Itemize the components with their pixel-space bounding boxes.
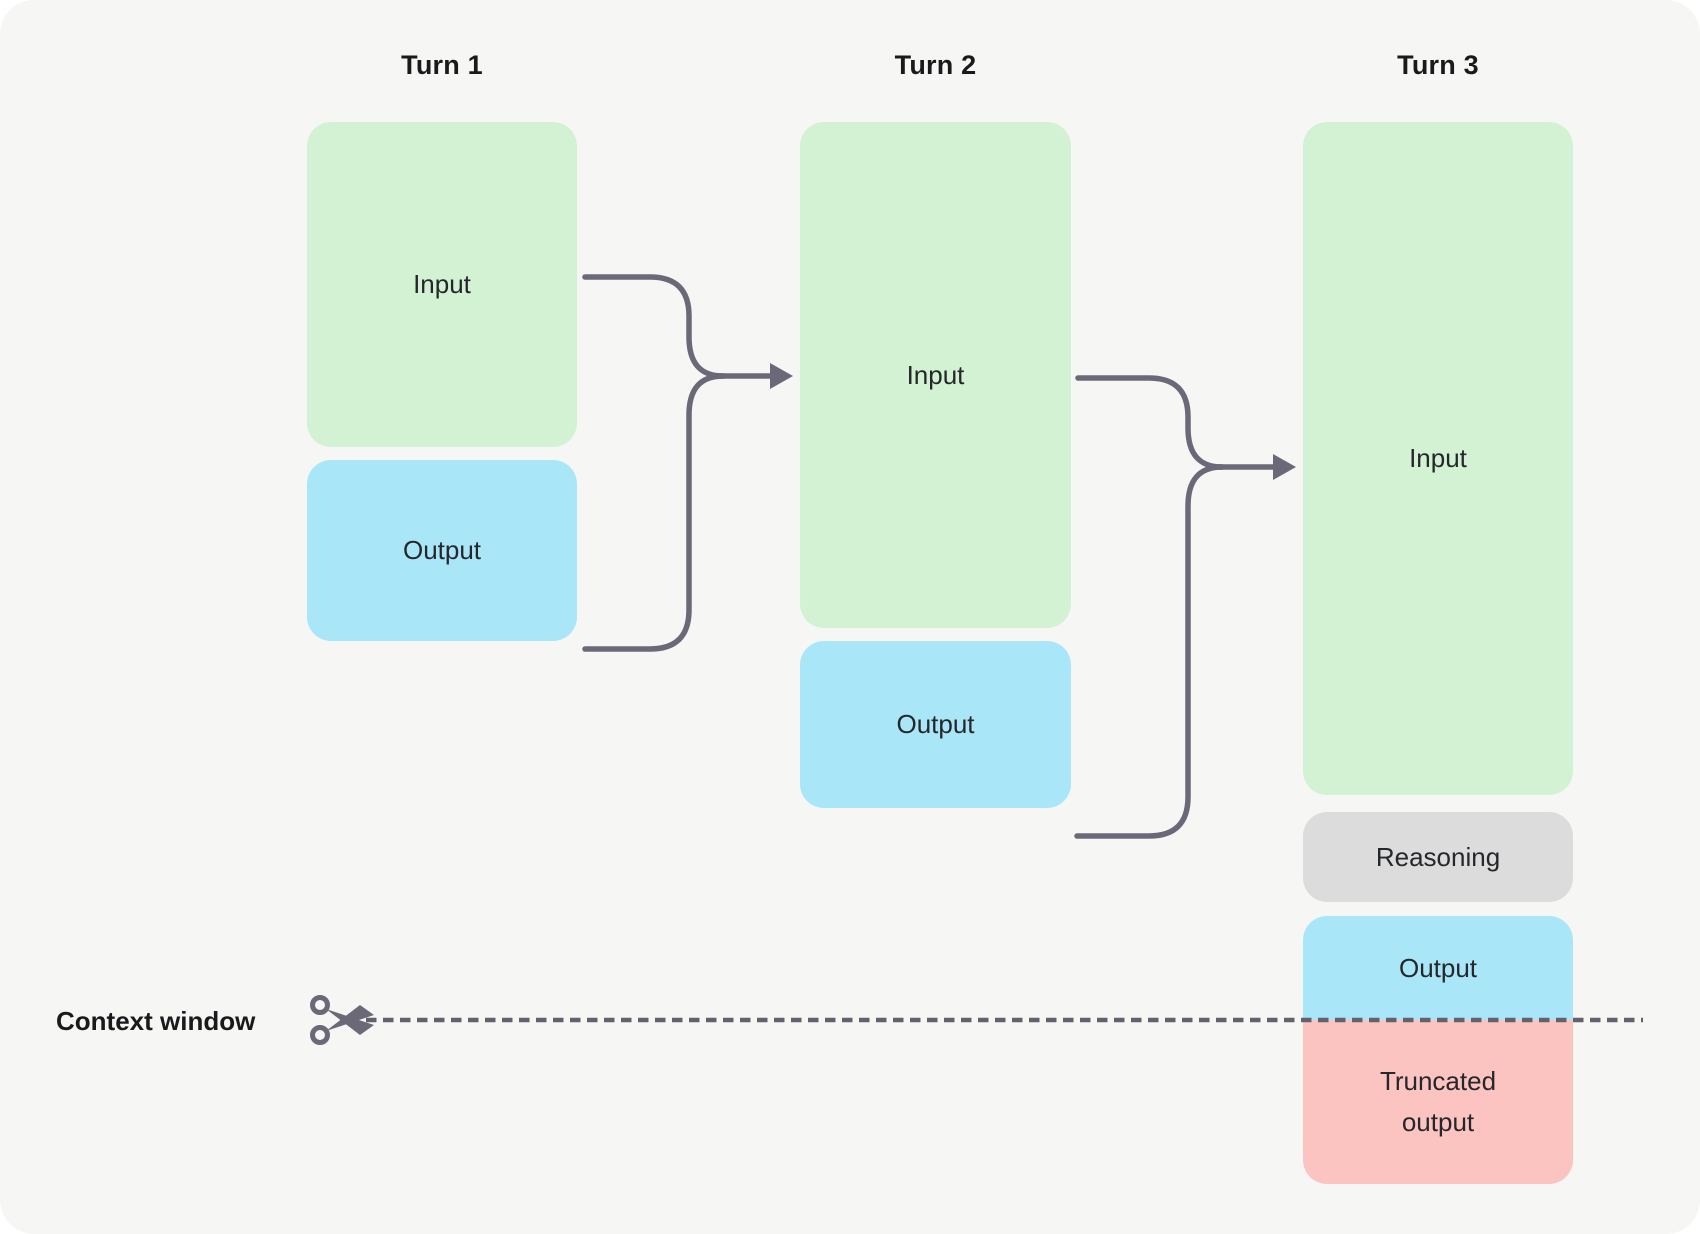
turn-3-output-box: Output bbox=[1303, 916, 1573, 1020]
turn-3-reasoning-box: Reasoning bbox=[1303, 812, 1573, 902]
turn-3-truncated-output-box: Truncated output bbox=[1303, 1020, 1573, 1184]
turn-2-input-label: Input bbox=[906, 359, 965, 390]
turn-1-input-label: Input bbox=[413, 269, 471, 299]
turn-3-truncated-output-label: Truncated output bbox=[1379, 1066, 1497, 1137]
arrowhead-turn3 bbox=[1273, 454, 1296, 480]
arrow-turn2-to-turn3 bbox=[1074, 375, 1277, 839]
turn-3-reasoning-label: Reasoning bbox=[1375, 841, 1501, 872]
scissors-icon bbox=[310, 995, 374, 1045]
turn-1-input-box: Input bbox=[307, 122, 577, 447]
arrowhead-turn2 bbox=[770, 363, 793, 389]
turn-2-output-label: Output bbox=[896, 709, 975, 739]
turn-3-input-box: Input bbox=[1303, 122, 1573, 795]
turn-1-output-box: Output bbox=[307, 460, 577, 641]
turn-1-output-label: Output bbox=[402, 535, 482, 565]
turn-3-output-label: Output bbox=[1398, 952, 1478, 983]
context-window-label: Context window bbox=[56, 1005, 256, 1036]
turn-3-input-label: Input bbox=[1409, 443, 1467, 473]
turn-1-title: Turn 1 bbox=[401, 50, 483, 80]
turn-2-output-box: Output bbox=[800, 641, 1071, 808]
turn-3-title: Turn 3 bbox=[1397, 50, 1479, 80]
turn-2-title: Turn 2 bbox=[894, 50, 977, 80]
turn-2-input-box: Input bbox=[800, 122, 1071, 628]
arrow-turn1-to-turn2 bbox=[582, 274, 774, 652]
